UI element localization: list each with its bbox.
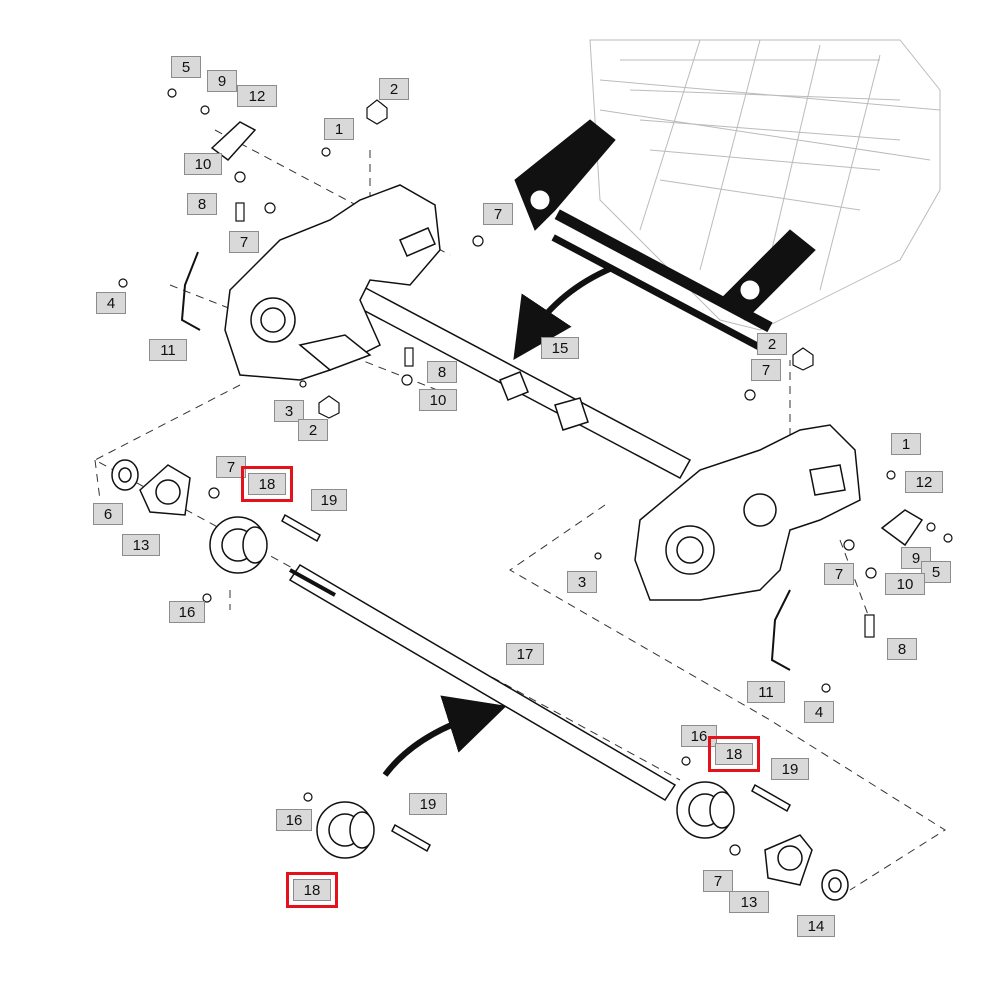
callout-10: 10 [419,389,457,411]
callout-18-highlighted: 18 [708,736,760,772]
callout-3: 3 [567,571,597,593]
callout-10: 10 [184,153,222,175]
callout-4: 4 [96,292,126,314]
callout-16: 16 [169,601,205,623]
callout-11: 11 [747,681,785,703]
callout-7: 7 [216,456,246,478]
upper-tube-shaft [348,283,692,480]
callout-7: 7 [824,563,854,585]
bearings-and-flanges [111,121,924,901]
callout-13: 13 [729,891,769,913]
callout-19: 19 [409,793,447,815]
callout-8: 8 [887,638,917,660]
wire-harnesses [180,251,791,671]
callout-8: 8 [187,193,217,215]
lower-drive-shaft [288,563,677,802]
callout-16: 16 [681,725,717,747]
callout-15: 15 [541,337,579,359]
callout-5: 5 [171,56,201,78]
callout-3: 3 [274,400,304,422]
callout-7: 7 [703,870,733,892]
callout-18-highlighted: 18 [286,872,338,908]
callout-19: 19 [771,758,809,780]
callout-9: 9 [207,70,237,92]
callout-17: 17 [506,643,544,665]
callout-12: 12 [237,85,277,107]
callout-18-highlighted: 18 [241,466,293,502]
callout-8: 8 [427,361,457,383]
callout-11: 11 [149,339,187,361]
left-gearbox-housing [224,184,441,381]
header-frame-dark [514,119,816,354]
curved-arrow-upper [513,265,614,360]
callout-10: 10 [885,573,925,595]
left-sprocket-lower [316,801,375,859]
callout-1: 1 [324,118,354,140]
callout-12: 12 [905,471,943,493]
right-gearbox-housing [634,424,861,601]
fasteners [118,88,953,856]
keys [281,513,791,853]
callout-7: 7 [483,203,513,225]
callout-13: 13 [122,534,160,556]
callout-19: 19 [311,489,347,511]
callout-16: 16 [276,809,312,831]
callout-7: 7 [751,359,781,381]
callout-14: 14 [797,915,835,937]
callout-6: 6 [93,503,123,525]
callout-2: 2 [379,78,409,100]
curved-arrow-lower [382,695,507,777]
callout-7: 7 [229,231,259,253]
right-sprocket [676,781,735,839]
callout-2: 2 [757,333,787,355]
callout-1: 1 [891,433,921,455]
header-machine-illustration [589,39,941,331]
callout-2: 2 [298,419,328,441]
callout-5: 5 [921,561,951,583]
callout-4: 4 [804,701,834,723]
left-sprocket-upper [209,516,268,574]
